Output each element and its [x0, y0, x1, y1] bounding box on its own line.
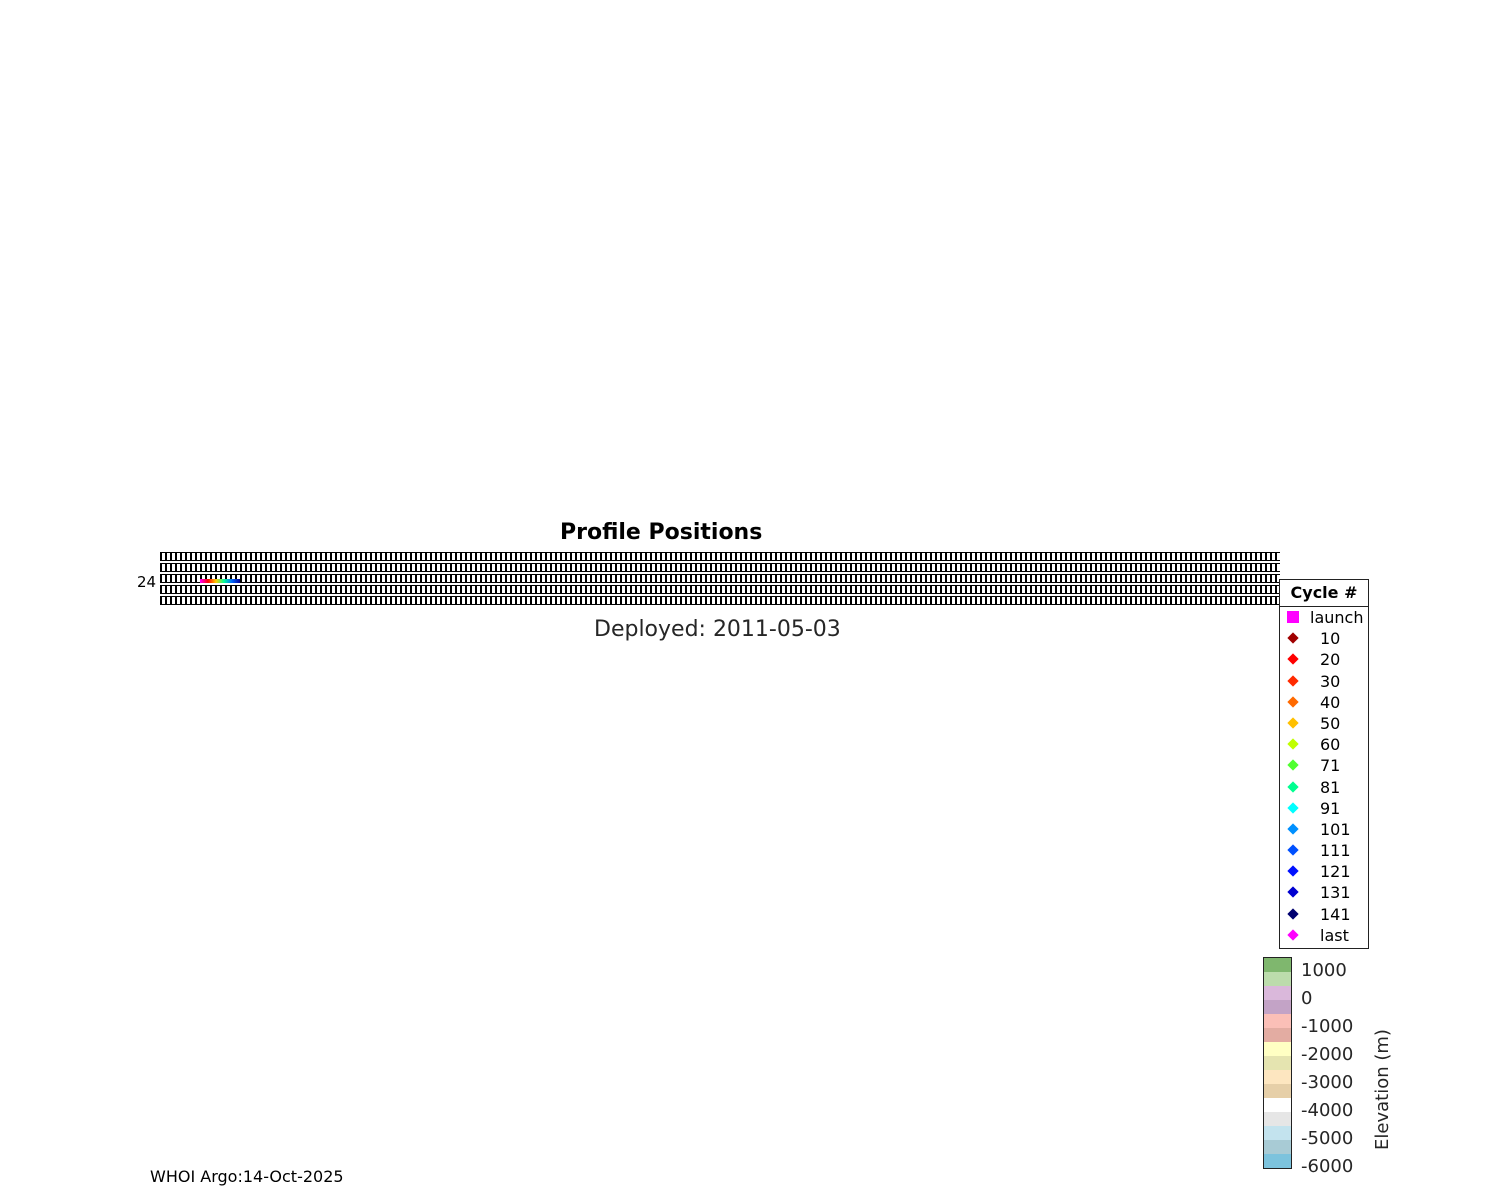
colorbar-segment — [1264, 1000, 1291, 1014]
colorbar-tick-label: -4000 — [1301, 1100, 1354, 1121]
colorbar-segment — [1264, 1042, 1291, 1056]
legend-label: 111 — [1320, 841, 1351, 861]
colorbar-tick-label: 0 — [1301, 988, 1313, 1009]
tick-band — [160, 552, 1280, 561]
colorbar-segment — [1264, 1112, 1291, 1126]
y-tick-label: 24 — [137, 573, 157, 591]
legend-item: 91 — [1280, 798, 1368, 819]
colorbar-segment — [1264, 1056, 1291, 1070]
colorbar-label: Elevation (m) — [1372, 1029, 1393, 1150]
legend-label: 60 — [1320, 735, 1341, 755]
colorbar-segment — [1264, 1140, 1291, 1154]
colorbar-segment — [1264, 1154, 1291, 1168]
legend-item: 71 — [1280, 755, 1368, 776]
legend-item: 20 — [1280, 649, 1368, 670]
colorbar-segment — [1264, 1014, 1291, 1028]
colorbar-segment — [1264, 986, 1291, 1000]
colorbar-tick-label: -2000 — [1301, 1044, 1354, 1065]
colorbar-segment — [1264, 1098, 1291, 1112]
legend-label: 121 — [1320, 862, 1351, 882]
tick-band — [160, 563, 1280, 572]
legend-marker — [1287, 907, 1299, 920]
colorbar-segment — [1264, 1126, 1291, 1140]
legend-marker — [1287, 844, 1299, 856]
legend-item: last — [1280, 925, 1368, 946]
legend-marker — [1287, 802, 1299, 814]
legend-label: 101 — [1320, 819, 1351, 839]
legend-marker — [1287, 823, 1299, 835]
colorbar-segment — [1264, 1084, 1291, 1098]
legend-label: 91 — [1320, 798, 1341, 818]
legend-marker — [1287, 886, 1299, 899]
legend-label: last — [1320, 925, 1349, 945]
colorbar-tick-label: -6000 — [1301, 1156, 1354, 1177]
legend-item: launch — [1280, 607, 1368, 628]
legend-item: 30 — [1280, 671, 1368, 692]
legend-marker — [1287, 611, 1299, 623]
colorbar-segment — [1264, 1028, 1291, 1042]
legend-marker — [1287, 632, 1299, 644]
legend-item: 50 — [1280, 713, 1368, 734]
legend-label: 131 — [1320, 883, 1351, 903]
chart-subtitle: Deployed: 2011-05-03 — [594, 617, 841, 642]
colorbar-tick-label: -5000 — [1301, 1128, 1354, 1149]
chart-title: Profile Positions — [560, 520, 763, 545]
legend-label: launch — [1310, 608, 1364, 627]
colorbar-tick-label: 1000 — [1301, 960, 1347, 981]
colorbar-tick-label: -3000 — [1301, 1072, 1354, 1093]
legend-marker — [1287, 759, 1299, 771]
legend-item: 101 — [1280, 819, 1368, 840]
float-track — [200, 579, 240, 583]
legend-marker — [1287, 653, 1299, 666]
legend-label: 40 — [1320, 692, 1341, 712]
legend-label: 20 — [1320, 650, 1341, 670]
colorbar-segment — [1264, 958, 1291, 972]
legend-item: 40 — [1280, 692, 1368, 713]
legend-marker — [1287, 696, 1299, 708]
legend-label: 10 — [1320, 629, 1341, 649]
legend-item: 10 — [1280, 628, 1368, 649]
legend-item: 121 — [1280, 861, 1368, 882]
legend-marker — [1287, 865, 1299, 877]
tick-band — [160, 574, 1280, 583]
tick-band — [160, 596, 1280, 605]
colorbar-segment — [1264, 972, 1291, 986]
legend-item: 111 — [1280, 840, 1368, 861]
colorbar-segment — [1264, 1070, 1291, 1084]
colorbar — [1263, 957, 1292, 1169]
legend-item: 81 — [1280, 777, 1368, 798]
legend-marker — [1287, 929, 1299, 941]
legend-label: 71 — [1320, 756, 1341, 776]
legend-title: Cycle # — [1280, 580, 1368, 607]
legend-label: 81 — [1320, 777, 1341, 797]
legend-marker — [1287, 738, 1299, 750]
legend-marker — [1287, 780, 1299, 793]
legend-marker — [1287, 674, 1299, 687]
legend-item: 141 — [1280, 904, 1368, 925]
legend-marker — [1287, 717, 1299, 729]
legend-label: 50 — [1320, 713, 1341, 733]
legend-item: 60 — [1280, 734, 1368, 755]
tick-band — [160, 585, 1280, 594]
footer-credit: WHOI Argo:14-Oct-2025 — [150, 1167, 344, 1186]
colorbar-tick-label: -1000 — [1301, 1016, 1354, 1037]
legend-item: 131 — [1280, 882, 1368, 903]
legend-label: 141 — [1320, 904, 1351, 924]
legend-label: 30 — [1320, 671, 1341, 691]
